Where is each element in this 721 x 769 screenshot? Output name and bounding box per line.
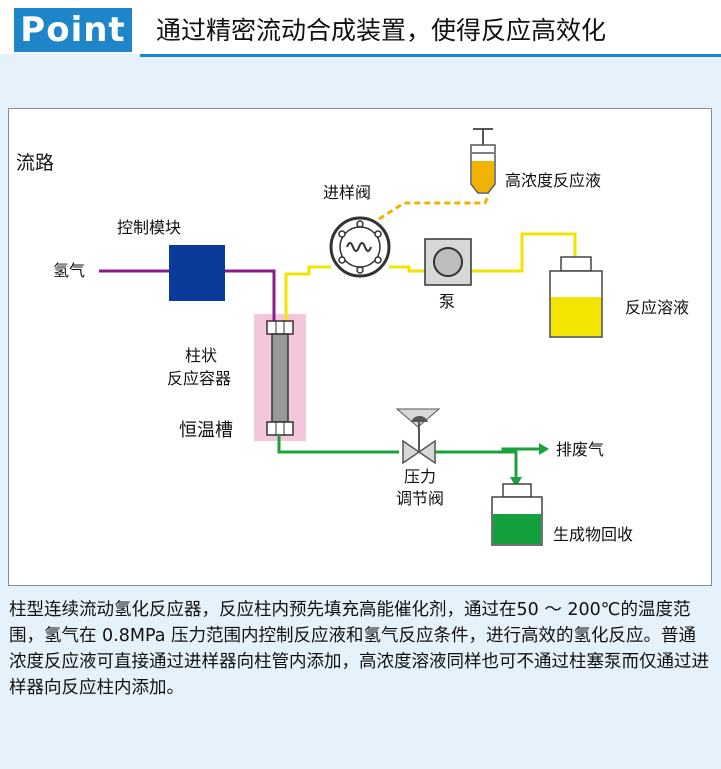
point-title: 通过精密流动合成装置，使得反应高效化 bbox=[156, 16, 607, 45]
control-module-label: 控制模块 bbox=[117, 218, 182, 237]
thermostat-label: 恒温槽 bbox=[179, 420, 233, 441]
column-label-1: 柱状 bbox=[185, 346, 218, 365]
product-label: 生成物回收 bbox=[553, 525, 634, 544]
injection-valve-label: 进样阀 bbox=[323, 183, 372, 202]
header-bar: Point 通过精密流动合成装置，使得反应高效化 bbox=[0, 0, 721, 54]
solution-line-valve-pump bbox=[389, 265, 425, 273]
solution-line-to-column bbox=[284, 265, 331, 321]
exhaust-line bbox=[501, 447, 539, 452]
product-tank-liquid bbox=[493, 514, 541, 544]
high-conc-dashed-line bbox=[378, 193, 491, 221]
control-module-box bbox=[169, 245, 225, 301]
pressure-label-2: 调节阀 bbox=[396, 489, 445, 508]
header-rule bbox=[140, 54, 721, 57]
solution-line-pump-tank bbox=[471, 232, 577, 273]
reaction-tank-cap bbox=[560, 256, 592, 272]
high-conc-label: 高浓度反应液 bbox=[505, 171, 602, 190]
description-text: 柱型连续流动氢化反应器，反应柱内预先填充高能催化剂，通过在50 ～ 200℃的温… bbox=[9, 600, 709, 698]
flow-title: 流路 bbox=[16, 152, 55, 174]
product-tank-cap bbox=[502, 483, 532, 498]
column-tube bbox=[271, 333, 289, 423]
reaction-solution-label: 反应溶液 bbox=[625, 298, 690, 317]
syringe-liquid bbox=[472, 161, 494, 192]
product-line-2 bbox=[435, 450, 518, 484]
pressure-label-1: 压力 bbox=[404, 467, 437, 486]
column-bottom-fitting bbox=[266, 421, 294, 436]
exhaust-label: 排废气 bbox=[556, 440, 605, 459]
product-line bbox=[277, 435, 399, 454]
reaction-tank-liquid bbox=[551, 297, 601, 336]
pump-label: 泵 bbox=[439, 292, 456, 311]
column-label-2: 反应容器 bbox=[167, 369, 232, 388]
hydrogen-label: 氢气 bbox=[53, 261, 86, 280]
pressure-valve-body bbox=[402, 439, 436, 465]
point-tag: Point bbox=[14, 8, 132, 52]
hydrogen-line-2 bbox=[224, 269, 276, 321]
flow-diagram: 流路 高浓度反应液 进样阀 控制模块 氢气 泵 反应溶液 柱状 反应容器 恒温槽… bbox=[8, 108, 712, 586]
flow-diagram-svg bbox=[99, 128, 603, 546]
column-top-fitting bbox=[266, 320, 294, 335]
